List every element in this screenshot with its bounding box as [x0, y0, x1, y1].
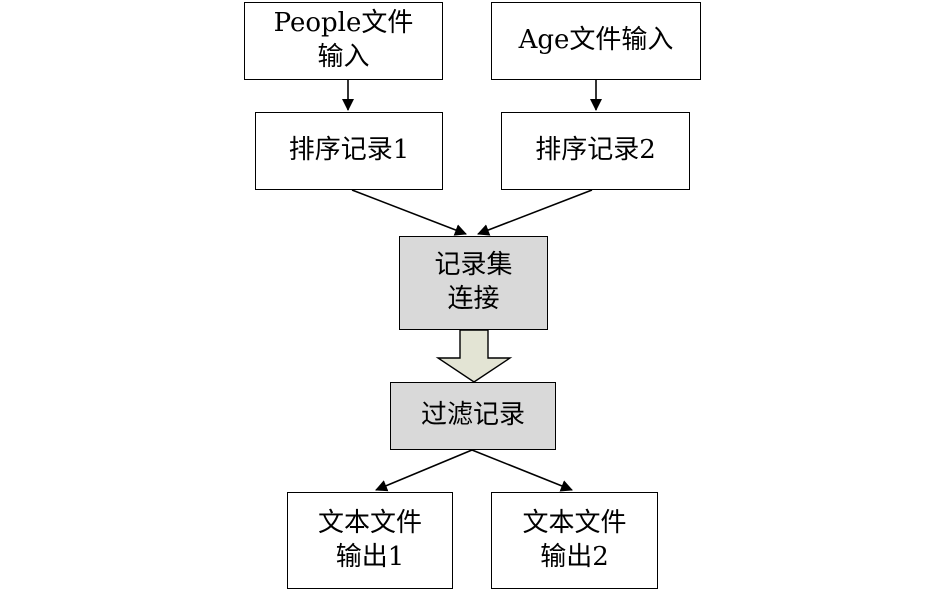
node-age-input: Age文件输入 [491, 2, 701, 80]
node-people-input-line-1: People文件 [273, 8, 414, 39]
node-sort1: 排序记录1 [255, 112, 443, 190]
node-output1: 文本文件 输出1 [287, 492, 453, 589]
node-filter: 过滤记录 [390, 382, 556, 450]
edge-filter-to-output2 [471, 449, 573, 492]
node-sort1-label: 排序记录1 [288, 135, 410, 166]
node-join-line-2: 连接 [447, 284, 500, 314]
node-sort2-label: 排序记录2 [535, 135, 656, 166]
node-output1-line-1: 文本文件 [317, 507, 422, 538]
node-output2-line-1: 文本文件 [522, 507, 627, 538]
node-people-input: People文件 输入 [244, 2, 443, 80]
node-join-line-1: 记录集 [434, 250, 513, 281]
edge-filter-to-output1 [375, 449, 473, 492]
node-output2-line-2: 输出2 [540, 541, 609, 572]
node-sort2: 排序记录2 [501, 112, 690, 190]
edge-sort2-to-join [477, 189, 593, 236]
node-age-input-label: Age文件输入 [518, 25, 674, 56]
node-filter-label: 过滤记录 [420, 400, 525, 431]
node-join: 记录集 连接 [399, 236, 548, 330]
edge-sort1-to-join [351, 189, 467, 236]
node-people-input-line-2: 输入 [317, 42, 370, 72]
node-output1-line-2: 输出1 [335, 541, 405, 572]
node-output2: 文本文件 输出2 [491, 492, 658, 589]
block-arrow-join-to-filter [435, 329, 513, 383]
